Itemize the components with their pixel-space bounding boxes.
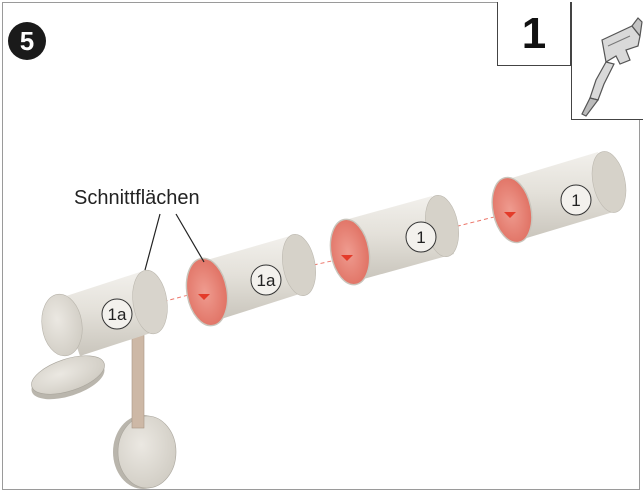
cylinder-part-1-right: [491, 151, 627, 244]
support-rod: [131, 331, 145, 429]
laser-marker-icon: [198, 294, 210, 300]
panel-number: 1: [497, 2, 571, 66]
cylinder-part-1a-cut: [185, 234, 316, 327]
cylinder-part-1a-left: [41, 269, 168, 357]
callout-label: Schnittflächen: [74, 187, 200, 209]
step-badge: 5: [8, 22, 46, 60]
part-label: 1a: [108, 305, 127, 324]
part-label: 1: [416, 228, 425, 247]
laser-marker-icon: [341, 255, 353, 261]
base-disc: [113, 415, 177, 489]
part-label: 1a: [257, 271, 276, 290]
laser-marker-icon: [504, 212, 516, 218]
diagram-frame: [2, 2, 640, 490]
tool-icon-box: [571, 2, 643, 120]
cylinder-part-1-mid: [329, 195, 459, 286]
callout-leader-lines: [144, 213, 205, 271]
welding-torch-icon: [581, 17, 643, 117]
part-label: 1: [571, 191, 580, 210]
tilted-disc: [31, 355, 105, 400]
